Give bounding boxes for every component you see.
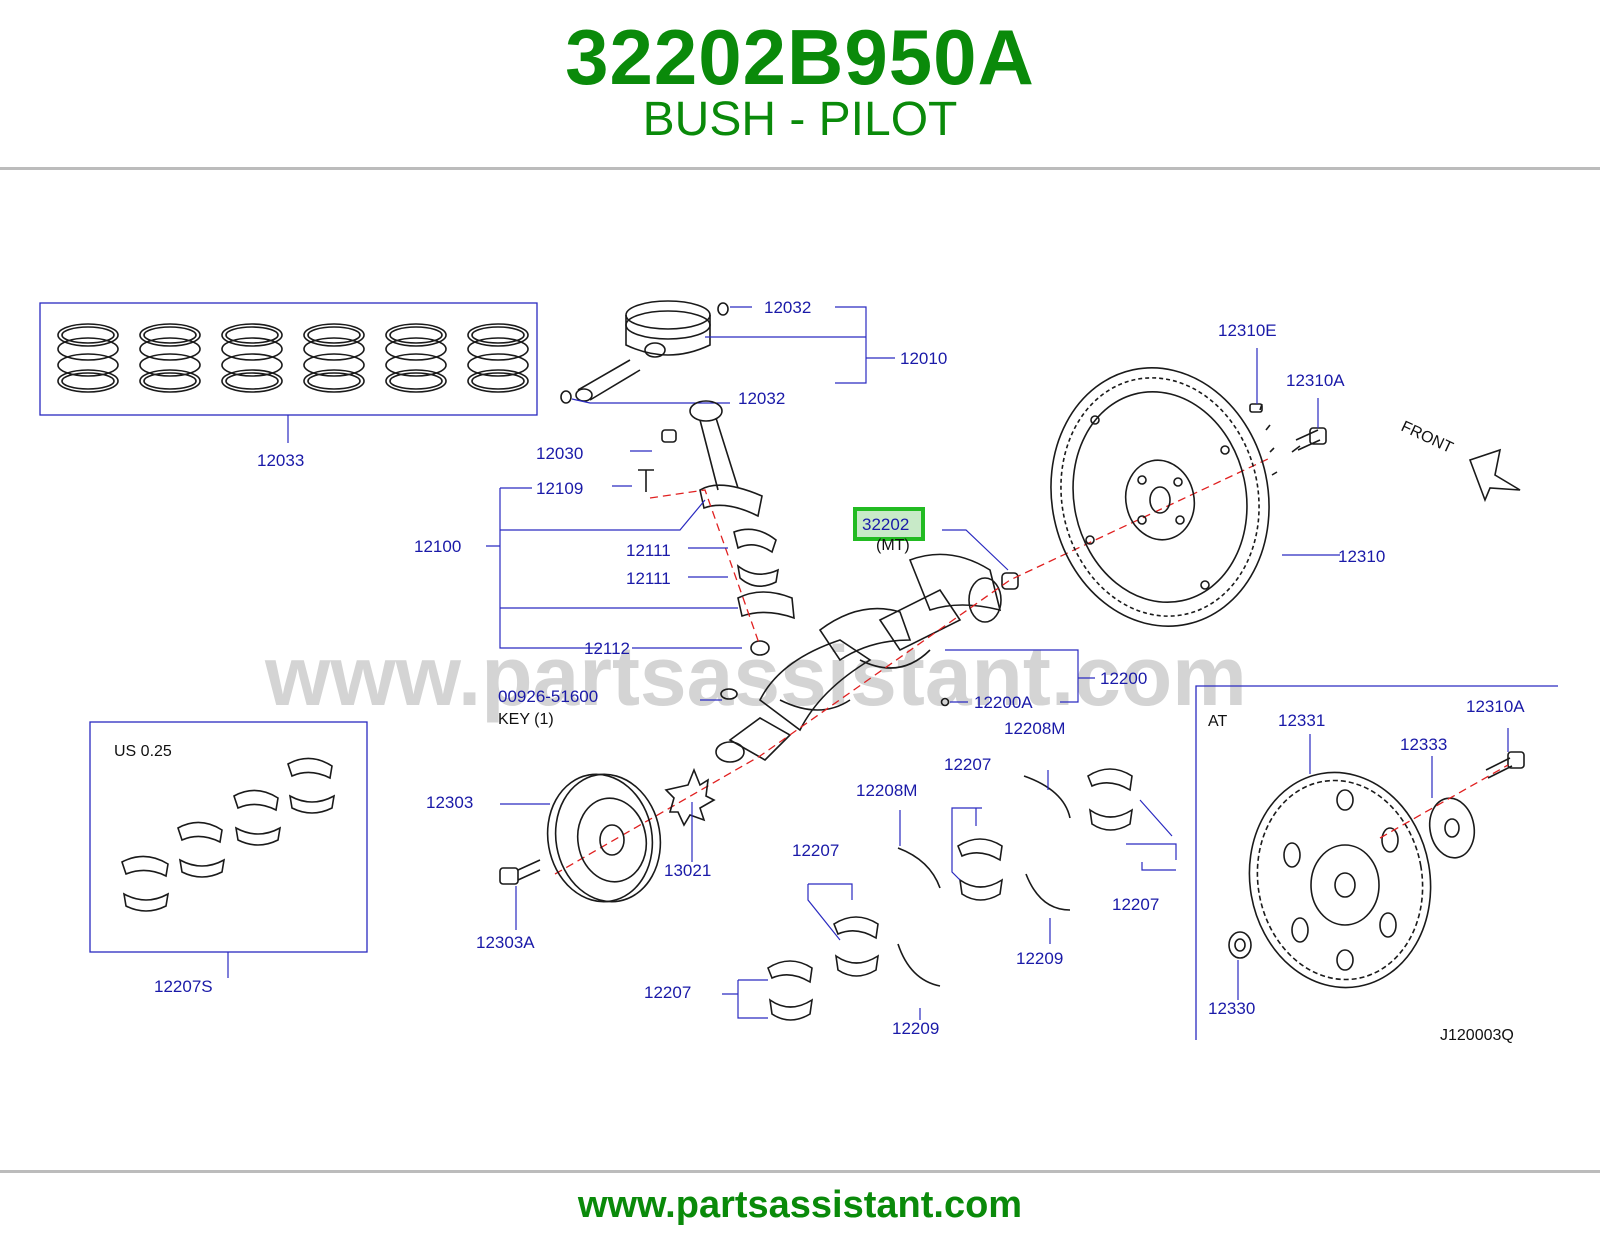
crank-pulley-drawing xyxy=(499,767,716,930)
callout-12010[interactable]: 12010 xyxy=(900,349,947,368)
flywheel-mt-drawing xyxy=(1050,348,1340,627)
callout-12112[interactable]: 12112 xyxy=(584,639,630,658)
callout-12032-top[interactable]: 12032 xyxy=(764,298,811,317)
undersize-bearing-box: US 0.25 xyxy=(89,721,368,978)
footer-website-link[interactable]: www.partsassistant.com xyxy=(577,1184,1023,1226)
callout-12330[interactable]: 12330 xyxy=(1208,999,1255,1018)
callout-00926-51600[interactable]: 00926-51600 xyxy=(498,687,598,706)
piston-assembly-drawing xyxy=(560,300,895,404)
callout-12209-right[interactable]: 12209 xyxy=(1016,949,1063,968)
page-header: 32202B950A BUSH - PILOT xyxy=(0,0,1600,168)
header-divider xyxy=(0,167,1600,170)
callout-12209-bottom[interactable]: 12209 xyxy=(892,1019,939,1038)
diagram-code: J120003Q xyxy=(1440,1027,1514,1044)
callout-12207-left[interactable]: 12207 xyxy=(792,841,839,860)
parts-exploded-diagram: www.partsassistant.com xyxy=(39,298,1558,1044)
connecting-rod-drawing xyxy=(486,400,795,656)
callout-12032-bottom[interactable]: 12032 xyxy=(738,389,785,408)
callout-12207-mid[interactable]: 12207 xyxy=(944,755,991,774)
callout-12200A[interactable]: 12200A xyxy=(974,693,1033,712)
callout-12310[interactable]: 12310 xyxy=(1338,547,1385,566)
selected-part-highlight[interactable] xyxy=(853,507,925,541)
callout-12100[interactable]: 12100 xyxy=(414,537,461,556)
callout-32202[interactable]: 32202 xyxy=(862,515,909,534)
callout-13021[interactable]: 13021 xyxy=(664,861,711,880)
key-label: KEY (1) xyxy=(498,711,554,728)
callout-12200[interactable]: 12200 xyxy=(1100,669,1147,688)
callout-labels: 12032 12010 12032 12033 12030 12109 1210… xyxy=(154,298,1525,1044)
callout-12310A-top[interactable]: 12310A xyxy=(1286,371,1345,390)
main-bearings-drawing xyxy=(722,768,1177,1021)
at-label: AT xyxy=(1208,713,1227,730)
piston-ring-set-drawing xyxy=(39,302,538,443)
callout-12331[interactable]: 12331 xyxy=(1278,711,1325,730)
crankshaft-drawing xyxy=(554,457,1271,875)
callout-12303A[interactable]: 12303A xyxy=(476,933,535,952)
callout-12111-b[interactable]: 12111 xyxy=(626,569,671,588)
callout-12207S[interactable]: 12207S xyxy=(154,977,213,996)
callout-12207-bottom[interactable]: 12207 xyxy=(644,983,691,1002)
callout-12109[interactable]: 12109 xyxy=(536,479,583,498)
callout-12208M-right[interactable]: 12208M xyxy=(1004,719,1065,738)
drive-plate-at-drawing: AT xyxy=(1195,685,1558,1040)
callout-12111-a[interactable]: 12111 xyxy=(626,541,671,560)
callout-12033[interactable]: 12033 xyxy=(257,451,304,470)
front-direction-arrow: FRONT xyxy=(1398,418,1521,503)
mt-label: (MT) xyxy=(876,537,910,554)
undersize-label: US 0.25 xyxy=(114,743,172,760)
callout-12208M-left[interactable]: 12208M xyxy=(856,781,917,800)
callout-12310E[interactable]: 12310E xyxy=(1218,321,1277,340)
part-number-title: 32202B950A xyxy=(565,13,1035,101)
part-name-subtitle: BUSH - PILOT xyxy=(642,93,958,146)
callout-12303[interactable]: 12303 xyxy=(426,793,473,812)
front-label: FRONT xyxy=(1398,418,1455,457)
callout-12310A-at[interactable]: 12310A xyxy=(1466,697,1525,716)
footer-divider xyxy=(0,1170,1600,1173)
callout-12030[interactable]: 12030 xyxy=(536,444,583,463)
callout-12207-right[interactable]: 12207 xyxy=(1112,895,1159,914)
callout-12333[interactable]: 12333 xyxy=(1400,735,1447,754)
diagram-watermark: www.partsassistant.com xyxy=(264,629,1247,723)
